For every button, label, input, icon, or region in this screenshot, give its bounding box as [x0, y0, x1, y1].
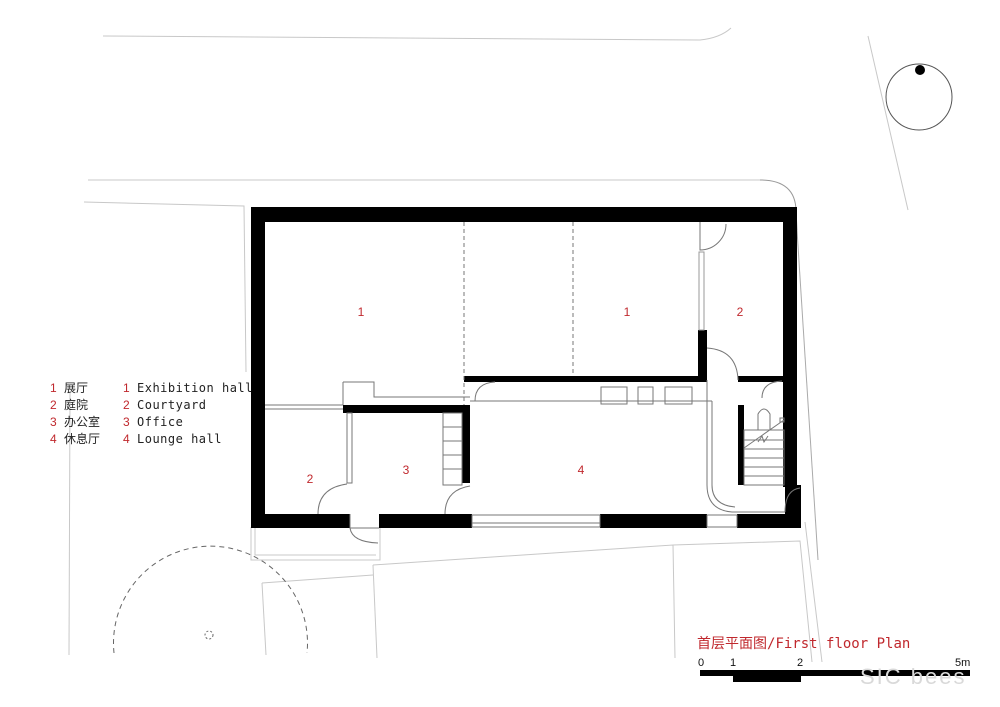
legend-number: 3 — [123, 415, 130, 429]
room-label-courtyard-east: 2 — [736, 305, 744, 319]
title-english: First floor Plan — [775, 636, 911, 652]
legend-row: 2 庭院 2 Courtyard — [50, 397, 253, 414]
site-boundary-east — [796, 229, 819, 561]
room-label-courtyard-west: 2 — [306, 472, 314, 486]
scale-tick-5m: 5m — [955, 657, 971, 669]
site-context-lines — [68, 27, 909, 663]
scale-tick-0: 0 — [698, 657, 705, 669]
legend-number: 1 — [123, 381, 130, 395]
legend-row: 4 休息厅 4 Lounge hall — [50, 431, 253, 448]
legend-number: 4 — [123, 432, 130, 446]
legend-english: Exhibition hall — [137, 381, 253, 395]
legend-english: Courtyard — [137, 398, 207, 412]
walls — [251, 207, 801, 528]
title-separator: / — [767, 636, 776, 652]
legend-chinese: 庭院 — [64, 398, 89, 412]
legend-chinese: 展厅 — [64, 381, 89, 395]
room-label-exhibition-west: 1 — [357, 305, 365, 319]
scale-bar — [700, 670, 970, 682]
room-legend: 1 展厅 1 Exhibition hall 2 庭院 2 Courtyard … — [50, 380, 253, 448]
legend-number: 2 — [123, 398, 130, 412]
legend-english: Lounge hall — [137, 432, 222, 446]
legend-number: 1 — [50, 381, 57, 395]
legend-number: 2 — [50, 398, 57, 412]
drawing-title: 首层平面图/First floor Plan — [697, 633, 910, 653]
watermark: SIC bees — [860, 664, 967, 689]
scale-tick-2: 2 — [797, 657, 804, 669]
scale-tick-1: 1 — [730, 657, 737, 669]
room-label-lounge: 4 — [577, 463, 585, 477]
legend-row: 3 办公室 3 Office — [50, 414, 253, 431]
thin-lines — [265, 222, 801, 544]
north-arrow-icon — [885, 63, 953, 131]
legend-english: Office — [137, 415, 184, 429]
tree-canopy-icon — [113, 545, 308, 654]
legend-chinese: 休息厅 — [64, 432, 101, 446]
legend-row: 1 展厅 1 Exhibition hall — [50, 380, 253, 397]
legend-chinese: 办公室 — [64, 415, 101, 429]
room-label-exhibition-east: 1 — [623, 305, 631, 319]
title-chinese: 首层平面图 — [697, 636, 767, 652]
legend-number: 4 — [50, 432, 57, 446]
room-label-office: 3 — [402, 463, 410, 477]
legend-number: 3 — [50, 415, 57, 429]
